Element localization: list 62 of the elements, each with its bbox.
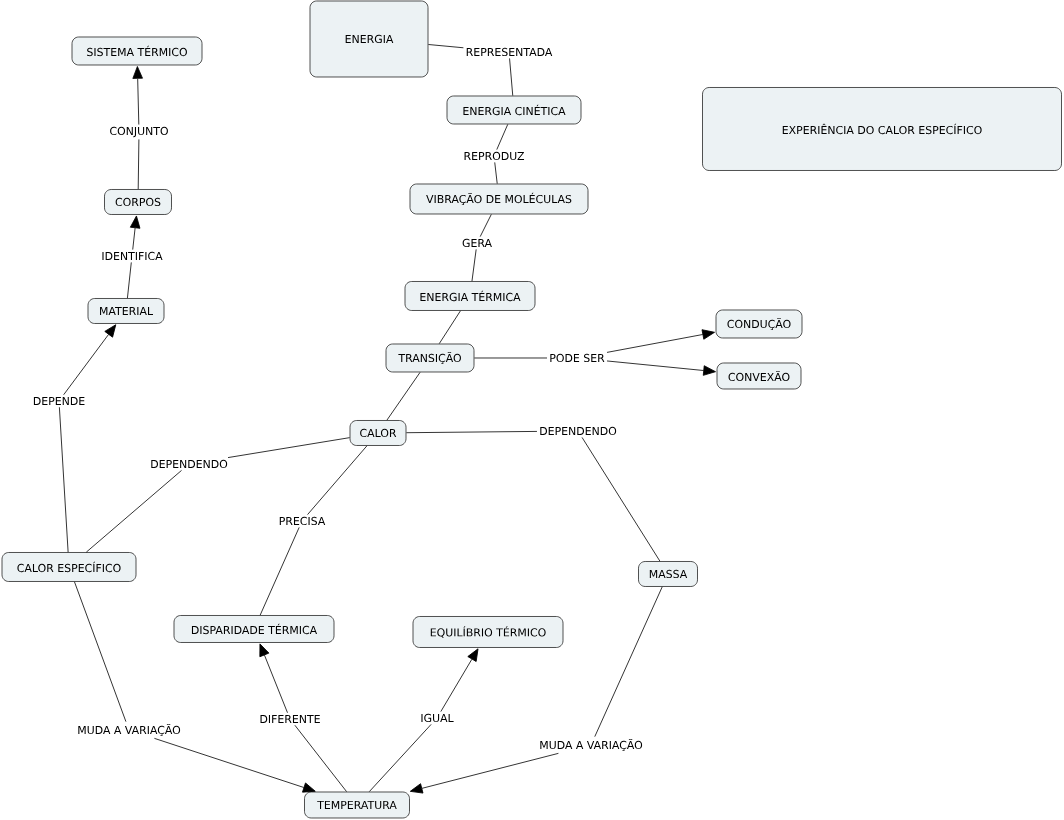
connector [259, 527, 300, 616]
concept-box: MATERIAL [87, 298, 165, 324]
connector [368, 724, 432, 792]
connector [85, 470, 182, 553]
connector [509, 58, 514, 96]
concept-box: EQUILÍBRIO TÉRMICO [412, 616, 564, 648]
connector [137, 139, 140, 190]
linking-phrase: DIFERENTE [257, 713, 323, 725]
linking-phrase: IDENTIFICA [99, 249, 165, 263]
connector [474, 357, 548, 359]
connector [154, 737, 316, 793]
connector [127, 262, 132, 299]
linking-phrase: GERA [460, 236, 494, 250]
concept-box: CALOR [349, 420, 407, 446]
connector [74, 581, 127, 723]
linking-phrase: DEPENDE [30, 395, 88, 407]
connector [494, 162, 498, 184]
connector [406, 431, 538, 434]
linking-phrase: PODE SER [547, 351, 607, 365]
concept-box: ENERGIA TÉRMICA [404, 281, 536, 311]
linking-phrase: REPRESENTADA [463, 45, 555, 59]
linking-phrase: DEPENDENDO [537, 424, 619, 438]
connector [440, 648, 479, 712]
concept-box: DISPARIDADE TÉRMICA [173, 615, 335, 643]
concept-box: VIBRAÇÃO DE MOLÉCULAS [409, 183, 589, 215]
connector [594, 586, 663, 738]
linking-phrase: MUDA A VARIAÇÃO [537, 736, 645, 754]
connector [59, 406, 69, 553]
concept-box: MASSA [638, 561, 698, 587]
concept-box: CORPOS [104, 189, 172, 215]
connector [606, 329, 715, 353]
linking-phrase: MUDA A VARIAÇÃO [75, 721, 183, 739]
linking-phrase: REPRODUZ [461, 149, 527, 163]
connector [132, 66, 143, 125]
connector [63, 324, 117, 396]
concept-box: CALOR ESPECÍFICO [1, 552, 137, 582]
concept-box: TEMPERATURA [304, 791, 410, 819]
connector [386, 372, 421, 421]
concept-box: CONVEXÃO [716, 362, 802, 390]
connector [259, 643, 288, 714]
connector [294, 724, 347, 792]
connector [428, 44, 464, 49]
connector [307, 445, 368, 515]
linking-phrase: IGUAL [418, 711, 456, 725]
linking-phrase: DEPENDENDO [148, 457, 230, 471]
concept-box: TRANSIÇÃO [385, 343, 475, 373]
linking-phrase: PRECISA [276, 514, 328, 528]
connector [438, 310, 461, 344]
linking-phrase: CONJUNTO [107, 124, 171, 140]
connector [606, 360, 716, 376]
connector [227, 437, 350, 458]
connector [129, 215, 141, 250]
connector [581, 437, 661, 562]
connector [479, 214, 492, 237]
connector [409, 752, 559, 794]
concept-box: SISTEMA TÉRMICO [71, 36, 203, 66]
concept-box: ENERGIA [309, 0, 429, 78]
concept-box: CONDUÇÃO [715, 309, 803, 339]
connector [471, 249, 477, 282]
connector [496, 124, 509, 150]
concept-box: ENERGIA CINÉTICA [446, 95, 582, 125]
concept-box: EXPERIÊNCIA DO CALOR ESPECÍFICO [702, 87, 1062, 171]
